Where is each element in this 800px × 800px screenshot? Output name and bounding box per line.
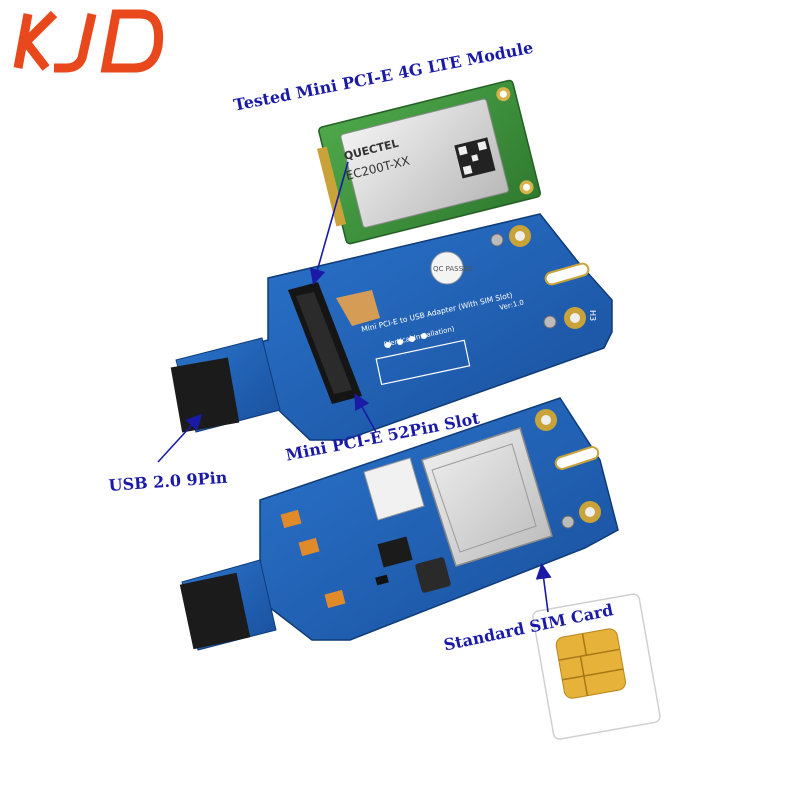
hole-label-h3: H3 (588, 310, 597, 321)
brand-logo (8, 6, 178, 76)
usb-header-bottom (179, 572, 251, 650)
arrow-slot (354, 393, 377, 433)
arrow-usb (157, 413, 203, 463)
sim-card (532, 593, 661, 740)
callout-arrows (157, 161, 552, 613)
lte-module-card (317, 79, 541, 245)
qc-stamp-text: QC PASSED (433, 265, 473, 273)
hole-label-h4: H4 (564, 232, 573, 243)
adapter-board-bottom (179, 397, 619, 651)
adapter-board-top: QC PASSED H4 H3 (170, 213, 613, 441)
usb-header-top (170, 357, 240, 433)
arrow-sim (535, 562, 552, 613)
arrow-module (309, 161, 349, 286)
sim-chip (555, 628, 626, 699)
